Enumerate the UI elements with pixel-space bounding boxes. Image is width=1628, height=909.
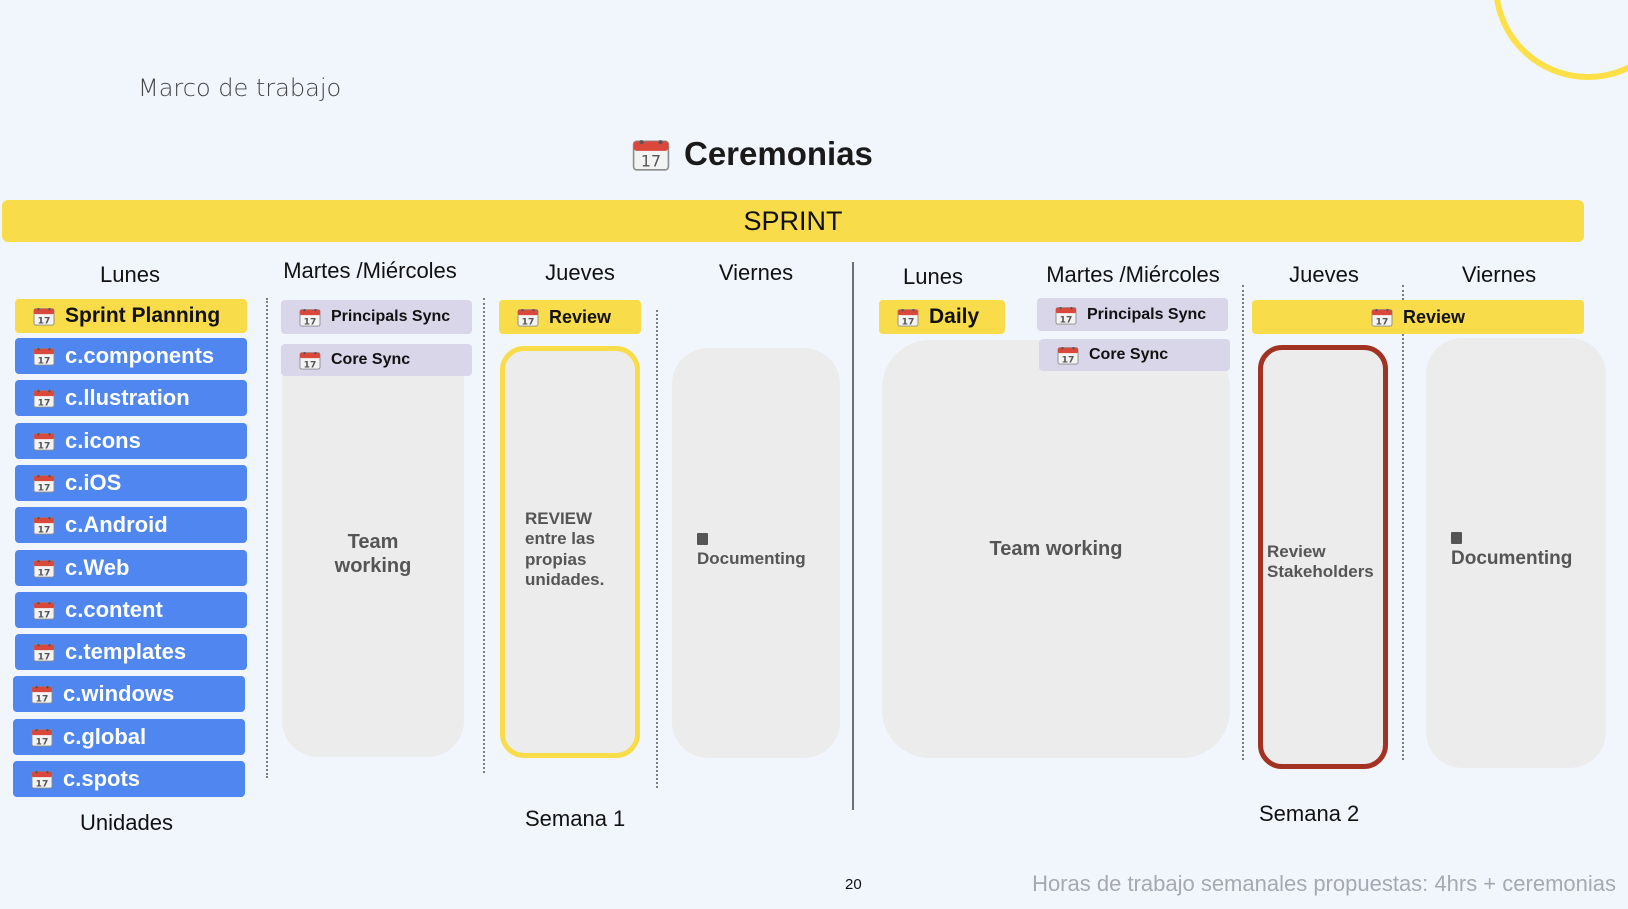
unit-event-10[interactable]: c.global [13, 718, 245, 755]
unit-event-5[interactable]: c.Android [15, 507, 247, 544]
team-working-text-w2: Team working [989, 538, 1123, 560]
unit-label: c.iOS [65, 469, 122, 495]
team-working-panel-w2 [882, 340, 1230, 758]
calendar-icon [33, 346, 55, 366]
core-sync-event-w2[interactable]: Core Sync [1039, 339, 1230, 371]
units-label: Unidades [80, 810, 173, 835]
event-label: Principals Sync [1087, 305, 1207, 323]
calendar-icon [31, 727, 53, 747]
principals-sync-event-w1[interactable]: Principals Sync [281, 300, 472, 334]
unit-label: c.spots [63, 766, 141, 791]
day-header-w2-lunes: Lunes [903, 264, 963, 289]
calendar-icon [33, 431, 55, 451]
principals-sync-event-w2[interactable]: Principals Sync [1037, 298, 1228, 331]
day-header-w2-jueves: Jueves [1289, 262, 1359, 287]
dotted-separator [1402, 285, 1404, 760]
documenting-text-w2: Documenting [1451, 532, 1601, 571]
notebook-icon [1451, 532, 1462, 544]
dotted-separator [483, 298, 485, 773]
day-header-w1-viernes: Viernes [718, 260, 794, 285]
event-label: Review [549, 306, 612, 327]
unit-label: c.templates [65, 639, 187, 665]
documenting-text-w1: Documenting [697, 533, 837, 569]
calendar-icon [897, 307, 919, 327]
unit-event-9[interactable]: c.windows [13, 676, 245, 713]
calendar-icon [517, 307, 539, 327]
unit-label: c.Android [65, 512, 168, 538]
event-label: Daily [929, 305, 980, 328]
footer-note: Horas de trabajo semanales propuestas: 4… [1032, 871, 1616, 896]
slide-subtitle: Marco de trabajo [138, 74, 342, 102]
day-header-w1-lunes: Lunes [100, 262, 160, 287]
review-event-w1[interactable]: Review [499, 300, 641, 334]
event-label: Core Sync [1089, 346, 1169, 363]
review-stakeholders-text-w2: Review Stakeholders [1267, 542, 1374, 582]
documenting-panel-w1 [672, 348, 840, 758]
documenting-label: Documenting [1451, 548, 1573, 569]
calendar-icon [31, 684, 53, 704]
day-header-w1-jueves: Jueves [545, 260, 615, 285]
unit-label: c.windows [63, 681, 175, 707]
unit-label: c.global [63, 723, 147, 749]
calendar-icon [1057, 345, 1079, 365]
unit-label: c.Web [65, 554, 130, 580]
calendar-icon [1055, 305, 1077, 325]
day-header-w2-viernes: Viernes [1461, 262, 1537, 287]
calendar-icon [33, 388, 55, 408]
unit-event-7[interactable]: c.content [15, 591, 247, 628]
week2-label: Semana 2 [1259, 801, 1360, 826]
unit-event-1[interactable]: c.components [15, 338, 247, 374]
review-panel-w1 [500, 346, 640, 758]
unit-label: c.icons [65, 427, 141, 453]
calendar-icon [1371, 307, 1393, 327]
team-working-panel-w1 [282, 345, 464, 757]
core-sync-event-w1[interactable]: Core Sync [281, 344, 472, 376]
unit-event-4[interactable]: c.iOS [15, 464, 247, 501]
documenting-label: Documenting [697, 549, 806, 568]
review-stakeholders-panel-w2 [1258, 345, 1388, 769]
team-working-text-w1: Team working [334, 531, 412, 577]
calendar-icon [299, 307, 321, 327]
calendar-icon [299, 350, 321, 370]
calendar-icon [33, 642, 55, 662]
unit-label: c.content [65, 596, 163, 622]
event-label: Sprint Planning [65, 304, 221, 327]
sprint-planning-event[interactable]: Sprint Planning [15, 299, 247, 333]
event-label: Core Sync [331, 351, 411, 368]
review-panel-text-w1: REVIEW entre las propias unidades. [525, 509, 605, 590]
calendar-icon [632, 135, 670, 173]
daily-event-w2[interactable]: Daily [879, 300, 1005, 334]
calendar-icon [33, 306, 55, 326]
slide-title: Ceremonias [632, 135, 873, 173]
documenting-panel-w2 [1426, 338, 1606, 768]
week1-label: Semana 1 [525, 806, 626, 831]
calendar-icon [33, 600, 55, 620]
event-label: Principals Sync [331, 308, 451, 325]
calendar-icon [33, 558, 55, 578]
page-number: 20 [845, 876, 862, 893]
day-header-w2-martes: Martes /Miércoles [1046, 262, 1220, 287]
unit-event-6[interactable]: c.Web [15, 549, 247, 586]
unit-event-11[interactable]: c.spots [13, 761, 245, 797]
title-text: Ceremonias [684, 135, 873, 172]
sprint-bar: SPRINT [2, 200, 1584, 242]
unit-event-8[interactable]: c.templates [15, 634, 247, 671]
calendar-icon [31, 769, 53, 789]
event-label: Review [1402, 306, 1466, 327]
calendar-icon [33, 515, 55, 535]
dotted-separator [266, 298, 268, 778]
unit-label: c.llustration [65, 385, 190, 411]
notebook-icon [697, 533, 708, 545]
dotted-separator [656, 310, 658, 788]
dotted-separator [1242, 285, 1244, 760]
unit-event-3[interactable]: c.icons [15, 422, 247, 459]
decorative-ring [1493, 0, 1628, 80]
review-event-w2[interactable]: Review [1252, 300, 1584, 334]
day-header-w1-martes: Martes /Miércoles [283, 258, 457, 283]
week-separator [852, 262, 854, 810]
calendar-icon [33, 473, 55, 493]
unit-event-2[interactable]: c.llustration [15, 380, 247, 417]
unit-label: c.components [65, 343, 215, 368]
